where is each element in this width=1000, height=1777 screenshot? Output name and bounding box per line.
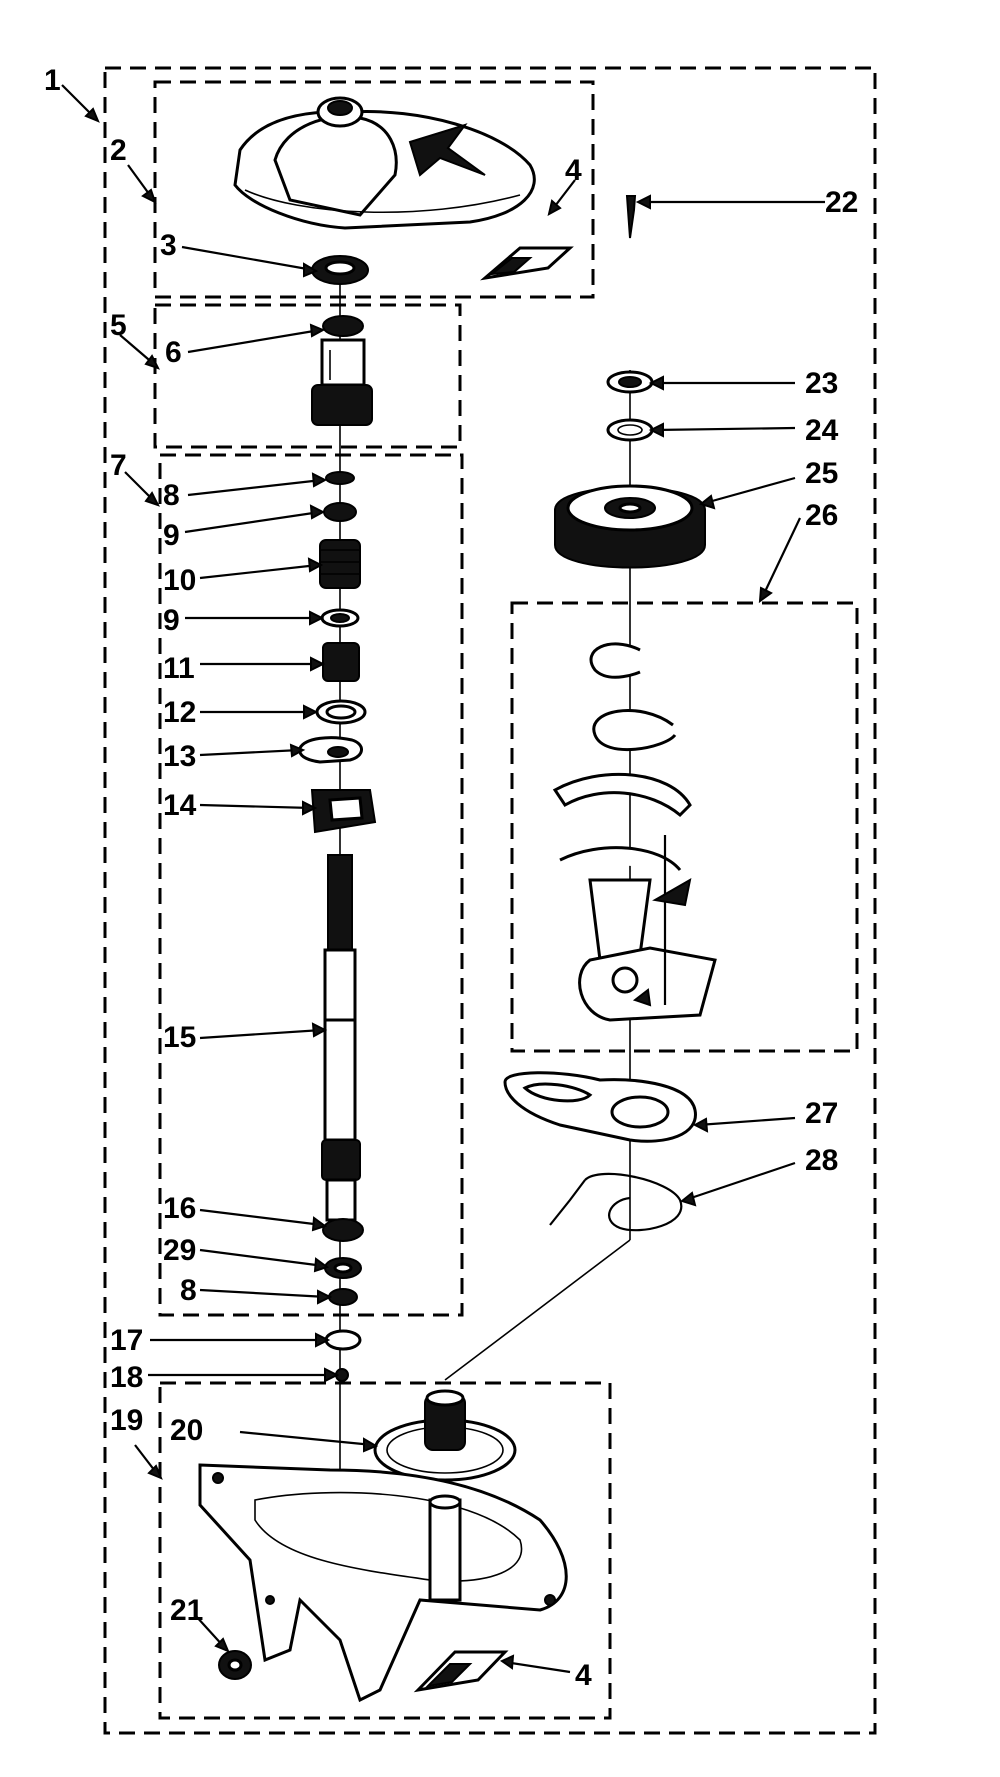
shaft-group-box xyxy=(158,453,464,1317)
callout-10: 10 xyxy=(163,564,196,597)
washer-part-17 xyxy=(324,1329,362,1351)
agitator-shaft-upper xyxy=(323,854,357,1047)
ring-part xyxy=(315,699,367,725)
callout-14: 14 xyxy=(163,789,197,822)
cam-group-box xyxy=(510,601,859,1053)
callout-15: 15 xyxy=(163,1021,196,1054)
callout-5: 5 xyxy=(110,309,127,342)
callout-25: 25 xyxy=(805,457,838,490)
link-to-housing-line xyxy=(444,1239,631,1381)
callout-1: 1 xyxy=(44,64,61,97)
callout-20: 20 xyxy=(170,1414,203,1447)
callout-28: 28 xyxy=(805,1144,838,1177)
cam-clip-lower xyxy=(592,709,677,752)
leader-lines xyxy=(61,84,825,1674)
cam-clip-upper xyxy=(589,642,641,679)
callout-4-bottom: 4 xyxy=(575,1659,592,1692)
washer-part-24 xyxy=(606,418,654,442)
callout-17: 17 xyxy=(110,1324,143,1357)
callout-8-top: 8 xyxy=(163,479,180,512)
washer-part-9-mid xyxy=(320,608,360,628)
bushing-part xyxy=(322,642,360,682)
pinion-group-box xyxy=(153,303,462,449)
washer-part-16 xyxy=(322,1218,364,1242)
callout-21: 21 xyxy=(170,1594,203,1627)
callout-18: 18 xyxy=(110,1361,143,1394)
agitator-shaft-lower xyxy=(321,1018,361,1222)
callout-24: 24 xyxy=(805,414,839,447)
callout-6: 6 xyxy=(165,336,182,369)
assembly-boundary-box xyxy=(103,66,877,1735)
gear-part-20 xyxy=(373,1389,517,1482)
plug-part-lower xyxy=(413,1650,509,1693)
housing-group-box xyxy=(158,1381,612,1720)
clutch-part-14 xyxy=(310,789,377,834)
callout-27: 27 xyxy=(805,1097,838,1130)
callout-23: 23 xyxy=(805,367,838,400)
shift-lever-part xyxy=(503,1071,697,1143)
washer-part-8-bottom xyxy=(328,1288,358,1306)
clutch-part-13 xyxy=(298,736,363,764)
pinion-part xyxy=(311,315,373,426)
callout-3: 3 xyxy=(160,229,177,262)
callout-16: 16 xyxy=(163,1192,196,1225)
callout-12: 12 xyxy=(163,696,196,729)
nut-part-21 xyxy=(218,1650,252,1680)
gearcase-cover xyxy=(233,96,536,230)
callout-labels: 1 2 3 4 4 5 6 7 8 8 9 9 10 11 12 13 14 1… xyxy=(44,64,858,1692)
callout-11: 11 xyxy=(163,652,195,685)
washer-part-8-top xyxy=(325,471,355,485)
spring-part-28 xyxy=(549,1172,683,1232)
screw-part xyxy=(625,195,637,239)
drive-gear-part xyxy=(554,484,706,569)
callout-29: 29 xyxy=(163,1234,196,1267)
gearcase-housing xyxy=(198,1463,568,1703)
callout-4-top: 4 xyxy=(565,154,582,187)
seal-part xyxy=(311,255,369,285)
callout-2: 2 xyxy=(110,134,127,167)
washer-part-23 xyxy=(606,370,654,394)
callout-9-mid: 9 xyxy=(163,604,180,637)
callout-13: 13 xyxy=(163,740,196,773)
callout-26: 26 xyxy=(805,499,838,532)
callout-9-top: 9 xyxy=(163,519,180,552)
spring-part xyxy=(319,539,361,589)
callout-19: 19 xyxy=(110,1404,143,1437)
washer-part-9-top xyxy=(323,502,357,522)
cam-assembly xyxy=(552,772,717,1022)
washer-part-29 xyxy=(324,1257,362,1279)
callout-7: 7 xyxy=(110,449,127,482)
plug-part-upper xyxy=(479,246,574,281)
callout-8-bottom: 8 xyxy=(180,1274,197,1307)
callout-22: 22 xyxy=(825,186,858,219)
